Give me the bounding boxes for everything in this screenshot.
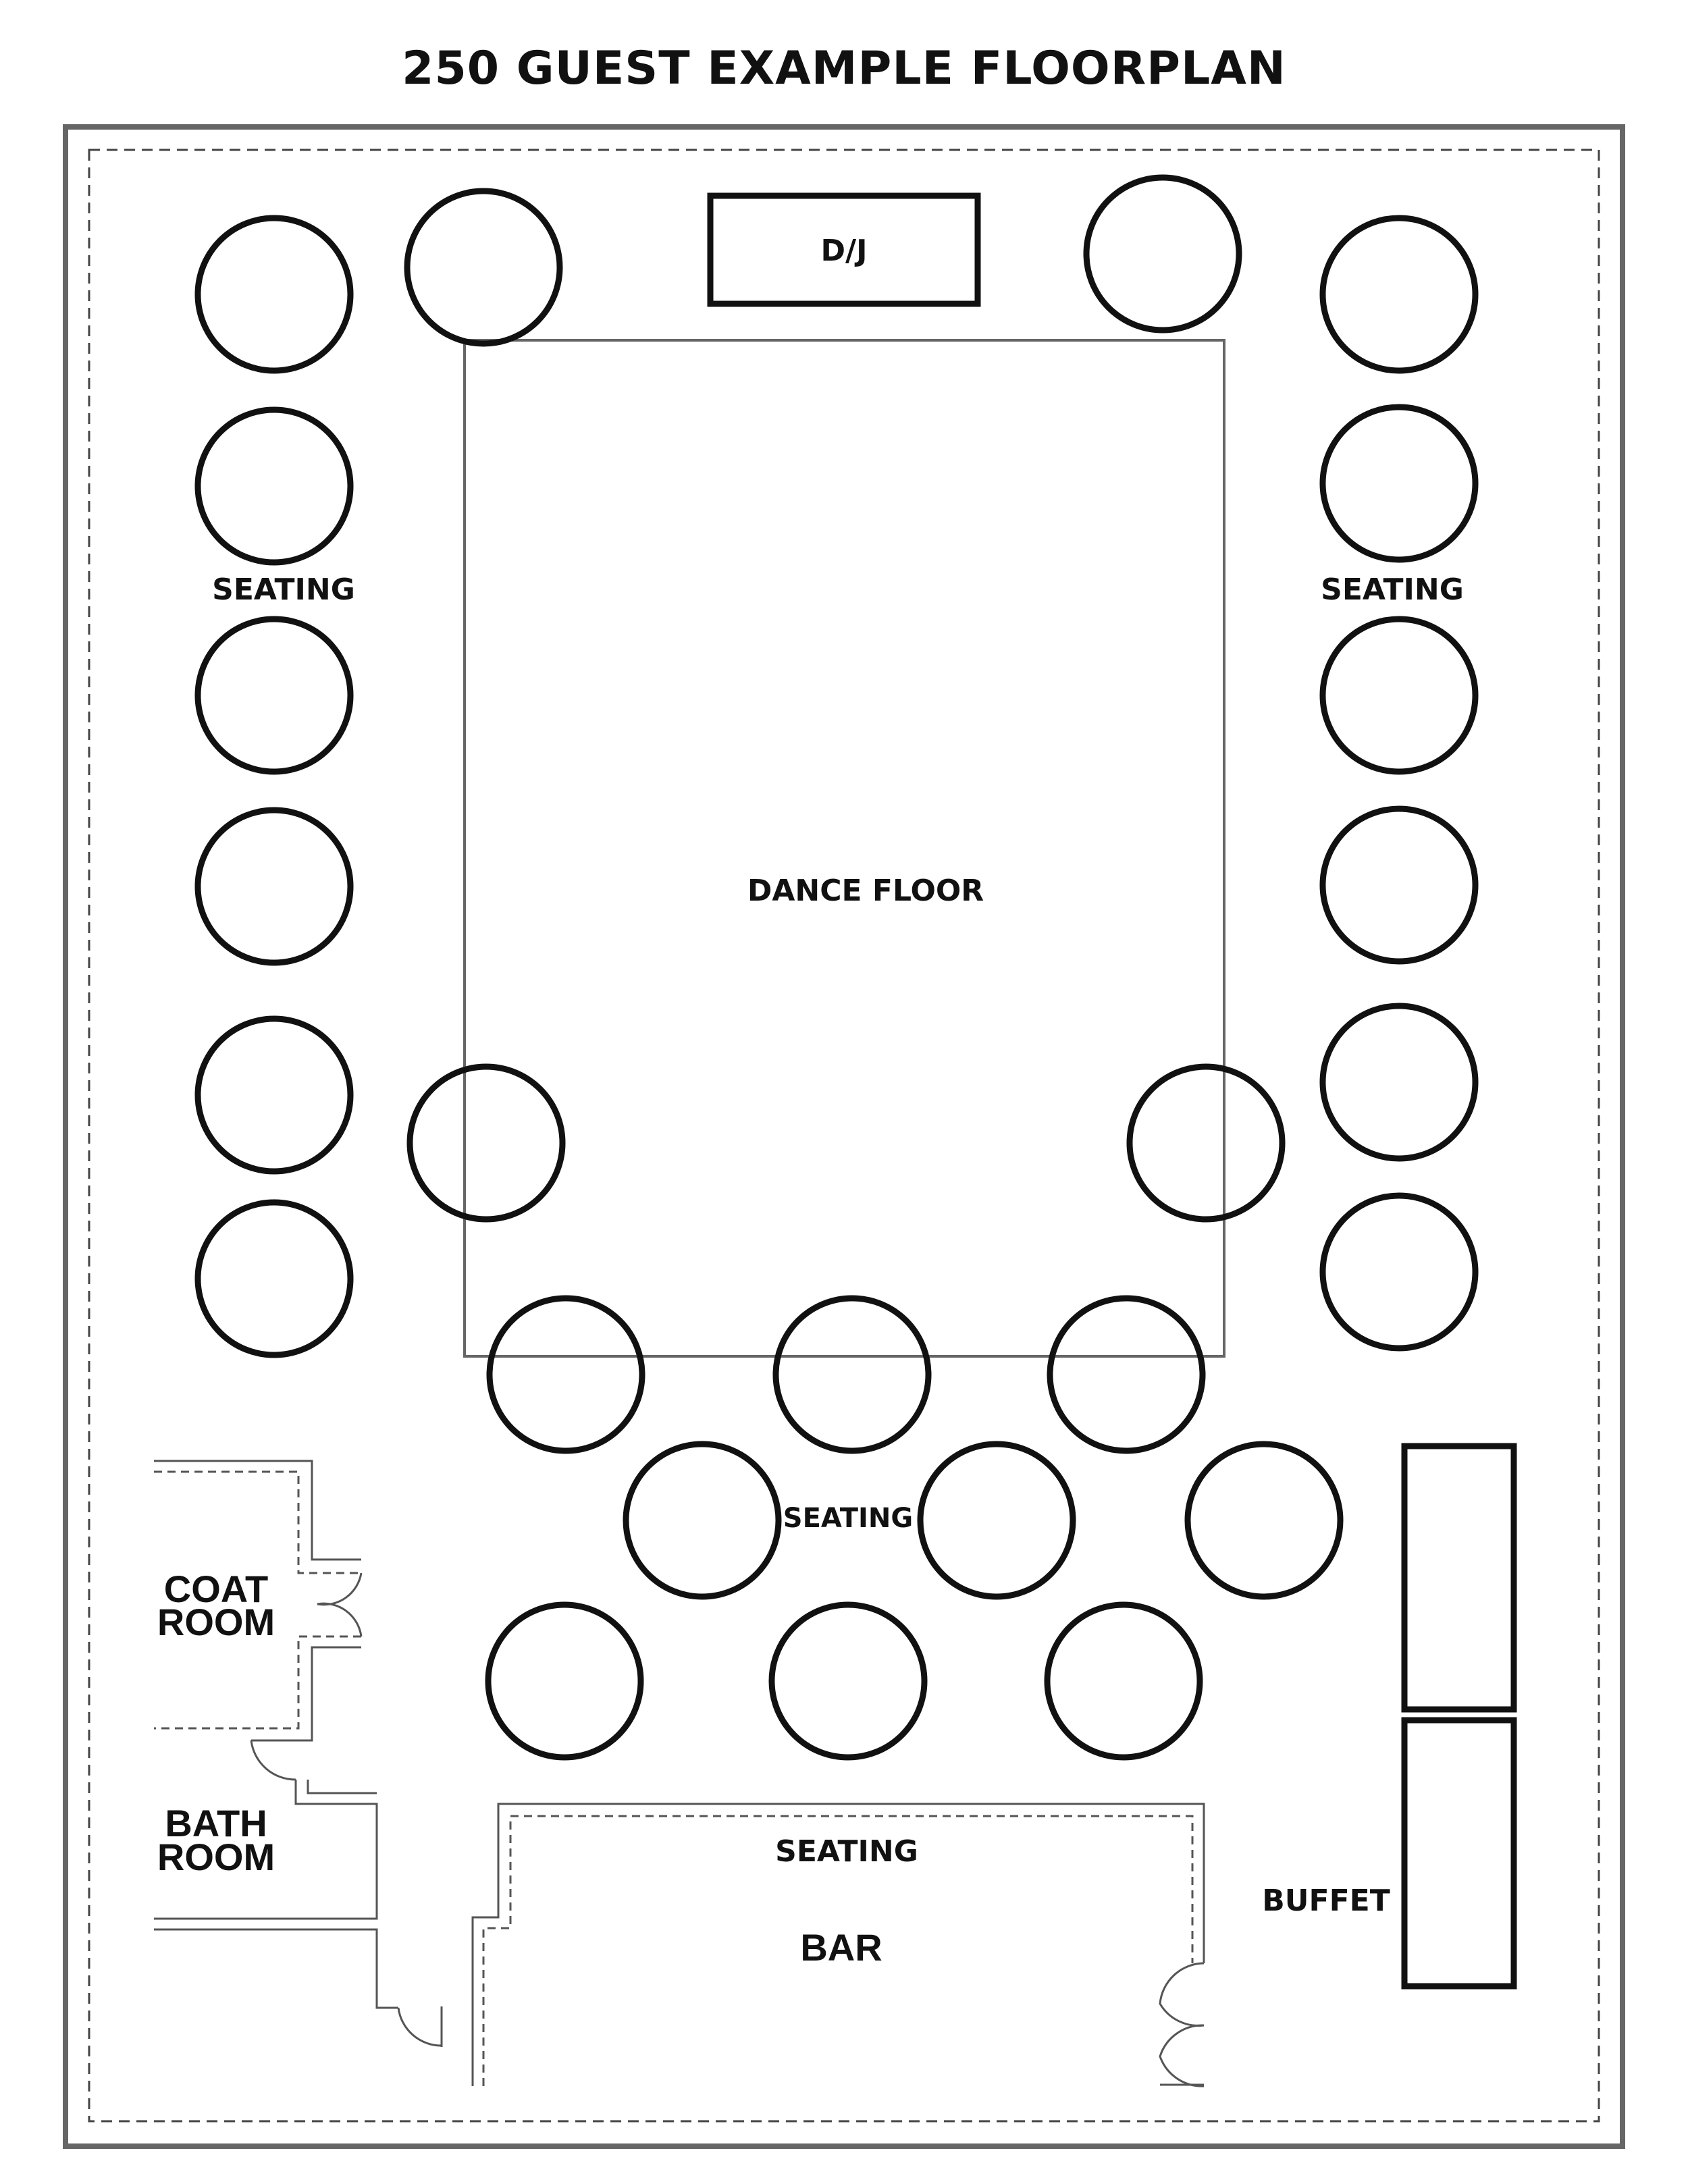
table-left-4 bbox=[194, 807, 354, 966]
seating-right-label: SEATING bbox=[1321, 572, 1464, 607]
seating-left-label: SEATING bbox=[212, 572, 355, 607]
bar-label: BAR bbox=[800, 1926, 882, 1969]
table-top-right bbox=[1083, 174, 1242, 334]
coat-room bbox=[154, 1460, 363, 1742]
table-left-3 bbox=[194, 616, 354, 775]
seating-bar-label: SEATING bbox=[775, 1834, 918, 1869]
table-center-9 bbox=[1044, 1601, 1203, 1761]
page-title: 250 GUEST EXAMPLE FLOORPLAN bbox=[402, 42, 1286, 95]
table-right-2 bbox=[1319, 404, 1479, 563]
table-left-5 bbox=[194, 1015, 354, 1175]
table-center-8 bbox=[768, 1601, 928, 1761]
bath-room bbox=[154, 1740, 443, 2047]
outer-wall bbox=[63, 124, 1625, 2149]
table-right-6 bbox=[1319, 1192, 1479, 1352]
tables bbox=[194, 174, 1479, 1761]
buffet-label: BUFFET bbox=[1262, 1884, 1390, 1918]
dance-floor-label: DANCE FLOOR bbox=[747, 874, 984, 908]
dj-booth: D/J bbox=[707, 192, 981, 307]
table-floor-right bbox=[1126, 1063, 1286, 1223]
table-top-left bbox=[404, 188, 563, 347]
dance-floor: DANCE FLOOR bbox=[463, 339, 1225, 1358]
table-right-1 bbox=[1319, 215, 1479, 374]
table-center-3 bbox=[1047, 1295, 1206, 1454]
table-right-5 bbox=[1319, 1003, 1479, 1162]
table-right-3 bbox=[1319, 616, 1479, 775]
table-center-5 bbox=[917, 1441, 1076, 1600]
table-center-7 bbox=[485, 1601, 644, 1761]
table-left-6 bbox=[194, 1199, 354, 1358]
dj-label: D/J bbox=[821, 234, 868, 268]
seating-center-label: SEATING bbox=[783, 1503, 913, 1534]
table-left-2 bbox=[194, 406, 354, 566]
coat-room-label-line1: COAT bbox=[164, 1568, 269, 1610]
table-left-1 bbox=[194, 215, 354, 374]
table-center-1 bbox=[486, 1295, 645, 1454]
inner-dashed-boundary bbox=[88, 149, 1600, 2123]
bath-room-label-line1: BATH bbox=[165, 1802, 267, 1844]
table-right-4 bbox=[1319, 805, 1479, 965]
bath-room-label-line2: ROOM bbox=[157, 1836, 275, 1878]
table-center-2 bbox=[772, 1295, 932, 1454]
bar-area bbox=[471, 1803, 1205, 2087]
table-floor-left bbox=[406, 1063, 566, 1223]
buffet bbox=[1401, 1443, 1517, 1990]
table-center-4 bbox=[623, 1441, 782, 1600]
coat-room-label-line2: ROOM bbox=[157, 1601, 275, 1643]
table-center-6 bbox=[1184, 1441, 1344, 1600]
